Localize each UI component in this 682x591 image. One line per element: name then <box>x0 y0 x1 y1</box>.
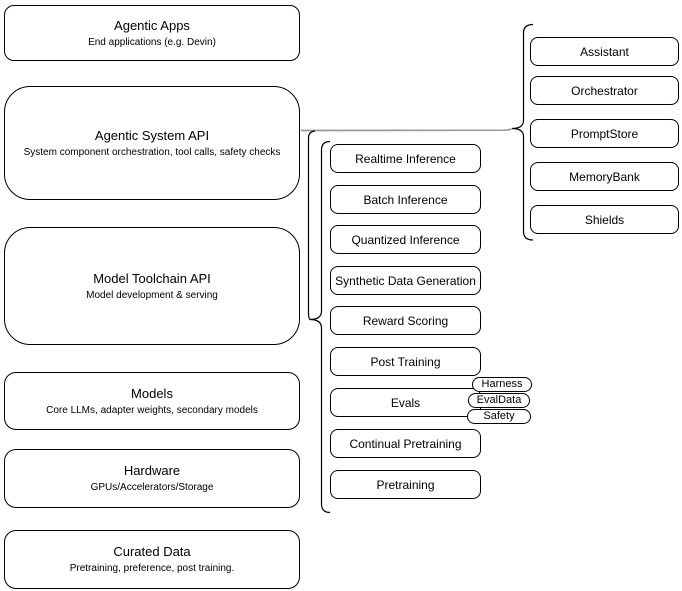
node-label: Continual Pretraining <box>349 436 462 451</box>
node-label: PromptStore <box>570 126 639 141</box>
node-quantized-inference: Quantized Inference <box>330 225 481 254</box>
connector-system-api-to-system-group <box>300 127 513 132</box>
node-label: MemoryBank <box>569 169 640 184</box>
node-subtitle: End applications (e.g. Devin) <box>88 36 216 48</box>
node-continual-pretraining: Continual Pretraining <box>330 429 481 458</box>
system-group-brace <box>511 23 534 241</box>
pill-label: Safety <box>483 410 515 422</box>
node-label: Orchestrator <box>571 83 638 98</box>
node-label: Quantized Inference <box>351 232 460 247</box>
node-subtitle: System component orchestration, tool cal… <box>23 146 281 158</box>
node-memorybank: MemoryBank <box>530 162 679 191</box>
node-realtime-inference: Realtime Inference <box>330 144 481 173</box>
node-curated-data: Curated Data Pretraining, preference, po… <box>4 530 300 589</box>
node-subtitle: GPUs/Accelerators/Storage <box>90 482 214 493</box>
node-title: Agentic System API <box>94 127 210 143</box>
node-reward-scoring: Reward Scoring <box>330 306 481 335</box>
node-label: Synthetic Data Generation <box>335 273 476 288</box>
node-label: Shields <box>584 212 625 227</box>
pill-evaldata: EvalData <box>468 393 530 408</box>
node-label: Post Training <box>370 354 441 369</box>
node-assistant: Assistant <box>530 37 679 66</box>
node-title: Models <box>131 385 173 401</box>
toolchain-group-brace <box>309 140 331 514</box>
node-label: Evals <box>390 395 421 410</box>
connector-to-toolchain-group <box>307 130 316 321</box>
node-label: Assistant <box>580 44 629 59</box>
node-agentic-system-api: Agentic System API System component orch… <box>4 86 300 200</box>
node-model-toolchain-api: Model Toolchain API Model development & … <box>4 227 300 345</box>
node-label: Reward Scoring <box>362 313 449 328</box>
node-evals: Evals <box>330 388 481 417</box>
node-title: Agentic Apps <box>114 17 190 33</box>
node-label: Pretraining <box>376 477 435 492</box>
node-synthetic-data-generation: Synthetic Data Generation <box>330 266 481 295</box>
node-promptstore: PromptStore <box>530 119 679 148</box>
node-title: Hardware <box>123 463 181 478</box>
node-subtitle: Pretraining, preference, post training. <box>69 563 235 574</box>
node-pretraining: Pretraining <box>330 470 481 499</box>
node-label: Realtime Inference <box>355 151 456 166</box>
pill-harness: Harness <box>472 377 532 392</box>
pill-safety: Safety <box>467 409 531 424</box>
node-hardware: Hardware GPUs/Accelerators/Storage <box>4 449 300 508</box>
pill-label: Harness <box>481 378 523 390</box>
node-post-training: Post Training <box>330 347 481 376</box>
node-batch-inference: Batch Inference <box>330 185 481 214</box>
node-orchestrator: Orchestrator <box>530 76 679 105</box>
node-title: Curated Data <box>113 544 191 559</box>
node-subtitle: Core LLMs, adapter weights, secondary mo… <box>46 404 258 416</box>
node-shields: Shields <box>530 205 679 234</box>
node-title: Model Toolchain API <box>93 270 211 286</box>
node-models: Models Core LLMs, adapter weights, secon… <box>4 372 300 430</box>
node-label: Batch Inference <box>363 192 448 207</box>
node-subtitle: Model development & serving <box>86 289 218 301</box>
node-agentic-apps: Agentic Apps End applications (e.g. Devi… <box>4 5 300 61</box>
pill-label: EvalData <box>476 394 522 406</box>
